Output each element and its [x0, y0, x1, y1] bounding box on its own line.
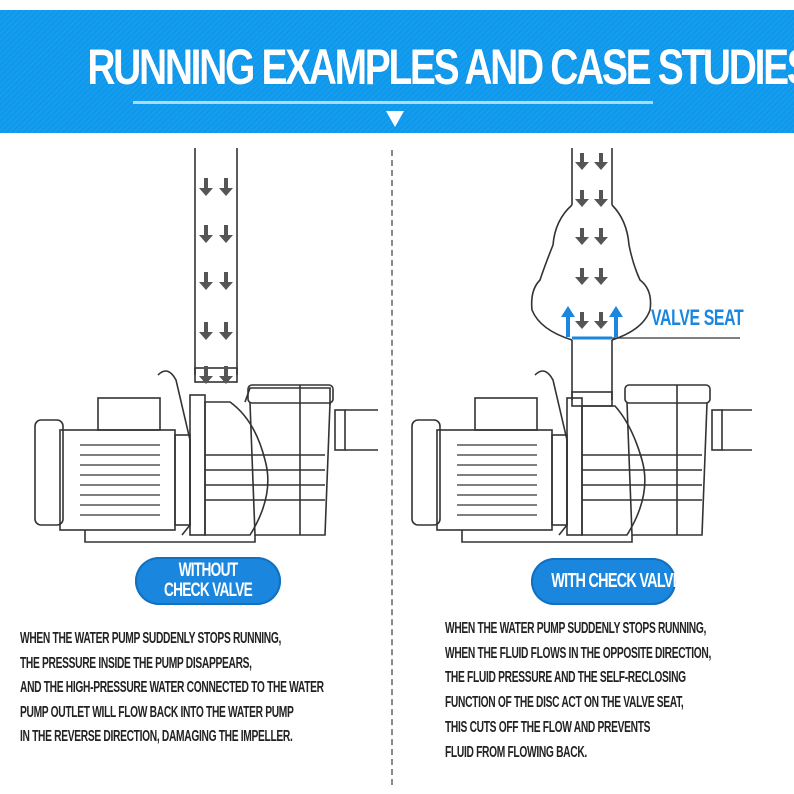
up-arrow-icon	[609, 306, 623, 337]
description-line: FUNCTION OF THE DISC ACT ON THE VALVE SE…	[445, 694, 684, 712]
description-line: WHEN THE WATER PUMP SUDDENLY STOPS RUNNI…	[20, 630, 282, 647]
down-arrow-icon	[199, 322, 213, 340]
without-check-valve-description: WHEN THE WATER PUMP SUDDENLY STOPS RUNNI…	[20, 627, 495, 750]
handle	[157, 370, 191, 536]
inlet-nozzle	[334, 409, 346, 451]
down-arrow-icon	[219, 366, 233, 384]
description-line: WHEN THE FLUID FLOWS IN THE OPPOSITE DIR…	[445, 644, 711, 662]
down-arrow-icon	[575, 228, 589, 245]
terminal-box	[97, 397, 161, 431]
down-arrow-icon	[594, 268, 608, 285]
valve-body-left	[530, 204, 573, 341]
strainer-lid	[247, 384, 334, 404]
motor-endcap	[34, 419, 64, 526]
label-line: CHECK VALVE	[163, 580, 253, 601]
flow-arrows	[199, 178, 233, 384]
down-arrow-icon	[575, 190, 589, 207]
down-triangle-icon	[386, 111, 404, 127]
down-arrow-icon	[575, 312, 589, 329]
flow-arrows	[575, 153, 608, 329]
down-arrow-icon	[199, 272, 213, 290]
seal-plate	[189, 394, 206, 536]
up-arrow-icon	[561, 306, 575, 337]
without-check-valve-label: WITHOUT CHECK VALVE	[135, 557, 281, 605]
valve-body-right	[611, 204, 652, 341]
strainer-basket	[249, 402, 331, 536]
valve-seat-label: VALVE SEAT	[651, 305, 744, 330]
description-line: PUMP OUTLET WILL FLOW BACK INTO THE WATE…	[20, 703, 294, 721]
down-arrow-icon	[219, 225, 233, 243]
title-underline	[133, 101, 653, 104]
panel-divider	[391, 150, 393, 785]
down-arrow-icon	[219, 178, 233, 196]
description-line: THE PRESSURE INSIDE THE PUMP DISAPPEARS,	[20, 654, 252, 672]
down-arrow-icon	[219, 322, 233, 340]
down-arrow-icon	[199, 178, 213, 196]
down-arrow-icon	[594, 228, 608, 245]
down-arrow-icon	[594, 153, 608, 170]
with-check-valve-label: WITH CHECK VALVE	[531, 558, 682, 605]
down-arrow-icon	[594, 312, 608, 329]
label-line: WITHOUT	[178, 560, 239, 581]
header-banner: RUNNING EXAMPLES AND CASE STUDIES	[0, 10, 794, 133]
down-arrow-icon	[199, 366, 213, 384]
down-arrow-icon	[575, 153, 589, 170]
down-arrow-icon	[594, 190, 608, 207]
label-line: WITH CHECK VALVE	[551, 570, 682, 592]
description-line: IN THE REVERSE DIRECTION, DAMAGING THE I…	[20, 728, 293, 745]
down-arrow-icon	[219, 272, 233, 290]
seat-arrows	[561, 306, 623, 337]
description-line: FLUID FROM FLOWING BACK.	[445, 743, 587, 761]
down-arrow-icon	[575, 268, 589, 285]
pump-with-check-valve-diagram	[411, 148, 752, 543]
description-line: THIS CUTS OFF THE FLOW AND PREVENTS	[445, 718, 651, 736]
pump-body	[411, 370, 752, 543]
impeller-housing	[204, 401, 269, 536]
down-arrow-icon	[199, 225, 213, 243]
description-line: WHEN THE WATER PUMP SUDDENLY STOPS RUNNI…	[445, 620, 707, 637]
base	[84, 530, 256, 543]
description-line: AND THE HIGH-PRESSURE WATER CONNECTED TO…	[20, 679, 324, 696]
pump-body	[34, 370, 378, 543]
pump-without-check-valve-diagram	[34, 148, 378, 543]
description-line: THE FLUID PRESSURE AND THE SELF-RECLOSIN…	[445, 669, 686, 687]
page-title: RUNNING EXAMPLES AND CASE STUDIES	[87, 39, 794, 95]
with-check-valve-description: WHEN THE WATER PUMP SUDDENLY STOPS RUNNI…	[445, 617, 794, 765]
pipe-collar	[194, 367, 238, 383]
flange	[174, 434, 191, 526]
